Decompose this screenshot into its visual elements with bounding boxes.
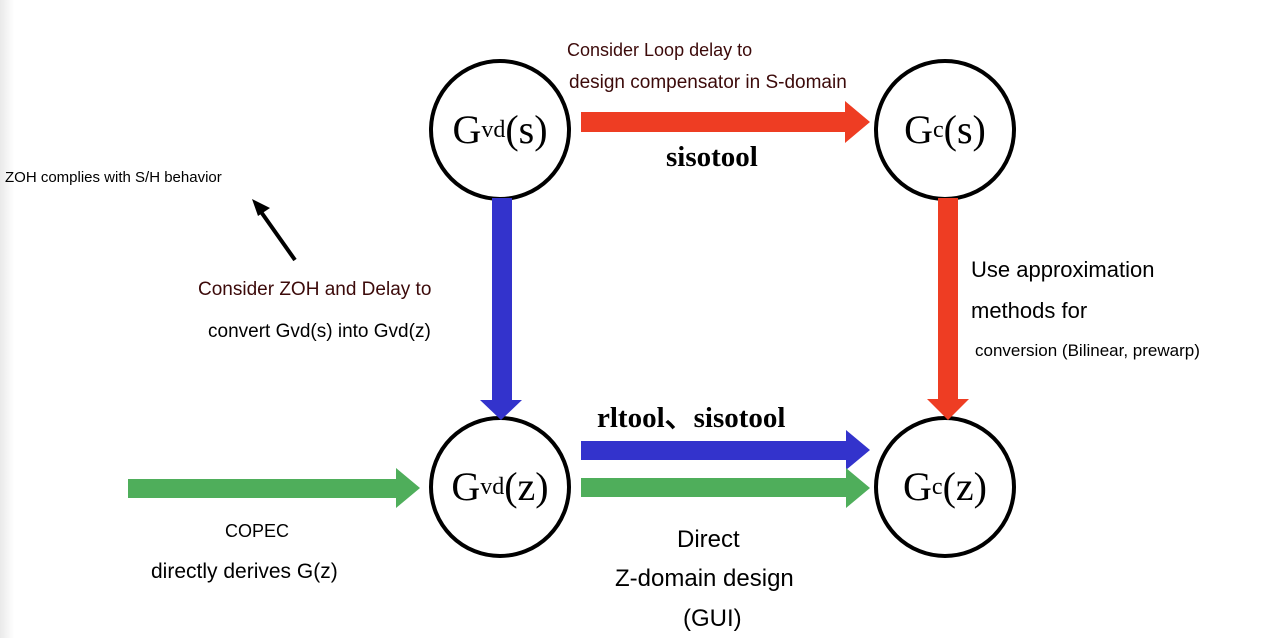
node-gvd-z-main: G [451, 464, 481, 509]
direct-label-line3: (GUI) [683, 605, 742, 632]
arrow-copec-green [128, 468, 420, 508]
node-gvd-s-arg: (s) [505, 107, 548, 152]
top-label-line1: Consider Loop delay to [567, 40, 753, 60]
right-label-line1: Use approximation [971, 257, 1155, 282]
node-gvd-s-main: G [452, 107, 482, 152]
rltool-sisotool-label: rltool、sisotool [597, 402, 786, 434]
node-gc-z-main: G [903, 464, 932, 509]
copec-label-line1: COPEC [225, 521, 290, 541]
direct-label-line1: Direct [677, 526, 740, 553]
arrow-z-to-z-green [581, 468, 870, 508]
node-gc-s-arg: (s) [943, 107, 986, 152]
zoh-note: ZOH complies with S/H behavior [5, 169, 222, 186]
arrow-z-to-z-blue [581, 430, 870, 470]
node-gvd-z-arg: (z) [504, 464, 549, 509]
left-label-line2: convert Gvd(s) into Gvd(z) [208, 321, 431, 342]
arrow-gcs-to-gcz-red [927, 198, 969, 420]
left-edge-shadow [0, 0, 14, 638]
node-gc-z-circle [874, 416, 1016, 558]
node-gc-z-arg: (z) [942, 464, 987, 509]
arrow-s-to-s-red [581, 101, 870, 143]
node-gc-s-main: G [904, 107, 933, 152]
left-label-line1: Consider ZOH and Delay to [198, 279, 432, 300]
annotation-arrow-head [252, 199, 270, 216]
sisotool-label: sisotool [666, 141, 758, 173]
top-label-line2: design compensator in S-domain [569, 72, 847, 93]
right-label-line3: conversion (Bilinear, prewarp) [975, 341, 1200, 360]
arrow-gvds-to-gvdz-blue [480, 198, 522, 420]
annotation-arrow-line [257, 207, 297, 262]
right-label-line2: methods for [971, 298, 1088, 323]
direct-label-line2: Z-domain design [615, 565, 794, 592]
copec-label-line2: directly derives G(z) [151, 560, 338, 583]
